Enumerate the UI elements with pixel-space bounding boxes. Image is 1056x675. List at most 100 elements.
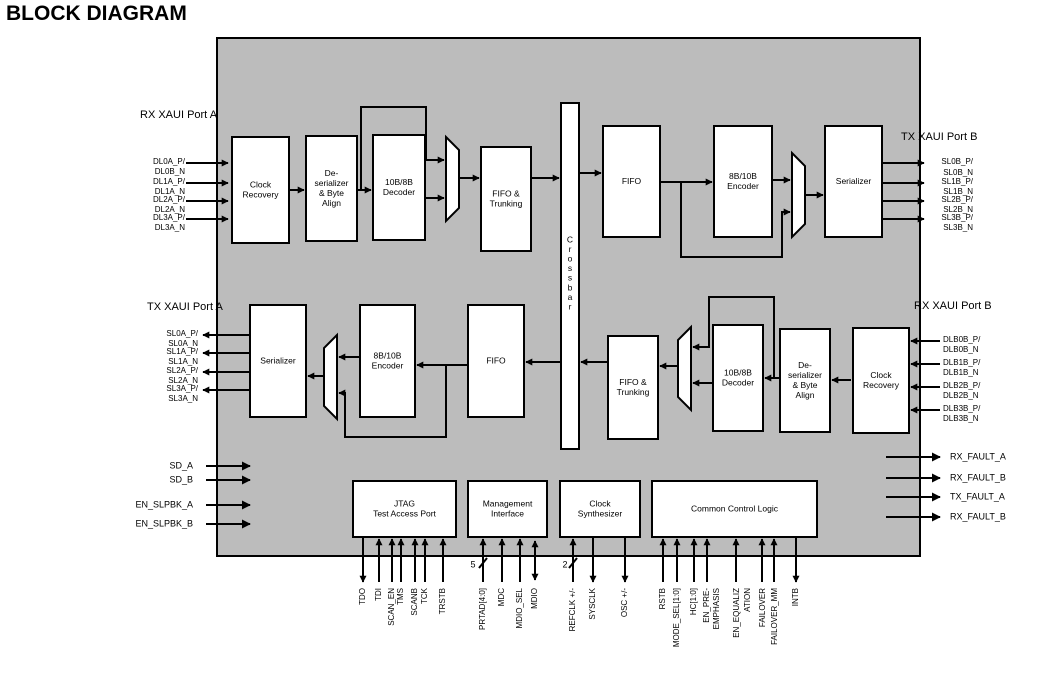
serializer-a-block-label: Serializer <box>260 355 296 365</box>
rx-b-signal-label: DLB0B_P/ <box>943 335 981 344</box>
wire-bypass-a2 <box>338 365 447 438</box>
tx-a-signal-label: SL2A_P/ <box>166 366 198 375</box>
clock-recovery-b-block-label: Recovery <box>863 380 900 390</box>
clock-recovery-b-block <box>852 327 910 434</box>
decoder-b-block <box>712 324 764 432</box>
management-interface-block <box>467 480 548 538</box>
fault-output-label: RX_FAULT_B <box>950 472 1006 482</box>
pin-label: MODE_SEL[1:0] <box>672 588 681 647</box>
pin-label: MDC <box>497 588 506 606</box>
bus-slash <box>478 557 488 569</box>
pin-label: EMPHASIS <box>712 588 721 629</box>
serializer-b-block <box>824 125 883 238</box>
deserializer-a-block-label: serializer <box>314 178 348 188</box>
port-label-rx-b: RX XAUI Port B <box>914 300 992 312</box>
rx-b-signal-label: DLB3B_P/ <box>943 404 981 413</box>
wire-bypass-a <box>360 106 445 190</box>
tx-b-signal-label: SL2B_P/ <box>941 195 973 204</box>
crossbar-label: b <box>568 282 573 292</box>
rx-a-signal-label: DL1A_P/ <box>153 177 186 186</box>
wire-bypass-b <box>680 182 791 258</box>
rx-b-signal-label: DLB1B_N <box>943 368 979 377</box>
pin-label: OSC +/- <box>620 588 629 617</box>
tx-b-signal-label: SL3B_P/ <box>941 213 973 222</box>
crossbar-label: r <box>569 301 572 311</box>
serializer-a-block <box>249 304 307 418</box>
fifo-trunking-b-block <box>607 335 659 440</box>
pin-label: TCK <box>420 587 429 604</box>
deserializer-b-block-label: De- <box>798 360 812 370</box>
rx-b-signal-label: DLB3B_N <box>943 414 979 423</box>
serializer-b-block-label: Serializer <box>836 176 872 186</box>
pin-label: EN_EQUALIZ <box>732 588 741 638</box>
rx-b-signal-label: DLB1B_P/ <box>943 358 981 367</box>
rx-a-signal-label: DL1A_N <box>155 187 185 196</box>
tx-b-signal-label: SL3B_N <box>943 223 973 232</box>
pin-label: HC[1:0] <box>689 588 698 615</box>
common-control-logic-block-label: Common Control Logic <box>691 503 779 513</box>
tx-b-signal-label: SL1B_P/ <box>941 177 973 186</box>
port-label-tx-b: TX XAUI Port B <box>901 131 977 143</box>
fifo-trunking-a-block <box>480 146 532 252</box>
clock-recovery-a-block-label: Recovery <box>243 189 280 199</box>
control-input-label: EN_SLPBK_A <box>135 499 193 509</box>
control-input-label: EN_SLPBK_B <box>135 518 193 528</box>
clock-synthesizer-block-label: Synthesizer <box>578 508 623 518</box>
fifo-trunking-b-block-label: FIFO & <box>619 377 647 387</box>
mux-b-bottom <box>677 324 692 413</box>
jtag-block <box>352 480 457 538</box>
pin-label: TDO <box>358 588 367 605</box>
bus-slash <box>568 557 578 569</box>
crossbar-label: C <box>567 234 573 244</box>
fault-output-label: RX_FAULT_B <box>950 511 1006 521</box>
clock-recovery-b-block-label: Clock <box>870 370 892 380</box>
tx-a-signal-label: SL2A_N <box>168 376 198 385</box>
pin-label: SCANB <box>410 588 419 616</box>
encoder-a-block-label: 8B/10B <box>374 350 402 360</box>
tx-a-signal-label: SL3A_P/ <box>166 384 198 393</box>
rx-a-signal-label: DL3A_N <box>155 223 185 232</box>
deserializer-b-block-label: Align <box>796 390 815 400</box>
pin-label: SYSCLK <box>588 587 597 619</box>
pin-label: TDI <box>374 588 383 601</box>
crossbar-label: o <box>568 253 573 263</box>
deserializer-b-block-label: serializer <box>788 370 822 380</box>
pin-label: FAILOVER <box>758 588 767 627</box>
rx-b-signal-label: DLB2B_P/ <box>943 381 981 390</box>
pin-label: MDIO <box>530 588 539 609</box>
tx-b-signal-label: SL0B_P/ <box>941 157 973 166</box>
pin-label: TRSTB <box>438 588 447 614</box>
jtag-block-label: JTAG <box>394 498 415 508</box>
management-interface-block-label: Management <box>483 498 533 508</box>
fifo-b-block-label: FIFO <box>622 176 642 186</box>
pin-label: INTB <box>791 588 800 606</box>
encoder-a-block-label: Encoder <box>372 360 404 370</box>
fifo-a-block-label: FIFO <box>486 355 506 365</box>
pin-label: RSTB <box>658 588 667 609</box>
pin-label: MDIO_SEL <box>515 587 524 628</box>
tx-b-signal-label: SL2B_N <box>943 205 973 214</box>
decoder-b-block-label: Decoder <box>722 377 754 387</box>
crossbar-label: s <box>568 273 572 283</box>
pin-label: SCAN_EN <box>387 588 396 626</box>
clock-recovery-a-block <box>231 136 290 244</box>
deserializer-a-block <box>305 135 358 242</box>
page-title: BLOCK DIAGRAM <box>6 2 187 25</box>
control-input-label: SD_B <box>169 474 193 484</box>
deserializer-a-block-label: & Byte <box>319 188 344 198</box>
tx-a-signal-label: SL3A_N <box>168 394 198 403</box>
crossbar-label: r <box>569 244 572 254</box>
fifo-b-block <box>602 125 661 238</box>
tx-a-signal-label: SL1A_N <box>168 357 198 366</box>
clock-synthesizer-block <box>559 480 641 538</box>
mux-a-bottom <box>323 332 338 422</box>
crossbar-label: s <box>568 263 572 273</box>
pin-label: EN_PRE- <box>702 588 711 623</box>
crossbar-block <box>560 102 580 450</box>
pin-label: TMS <box>396 588 405 605</box>
rx-a-signal-label: DL2A_P/ <box>153 195 186 204</box>
rx-a-signal-label: DL0B_N <box>155 167 185 176</box>
port-label-tx-a: TX XAUI Port A <box>147 301 223 313</box>
deserializer-b-block <box>779 328 831 433</box>
fault-output-label: RX_FAULT_A <box>950 451 1006 461</box>
